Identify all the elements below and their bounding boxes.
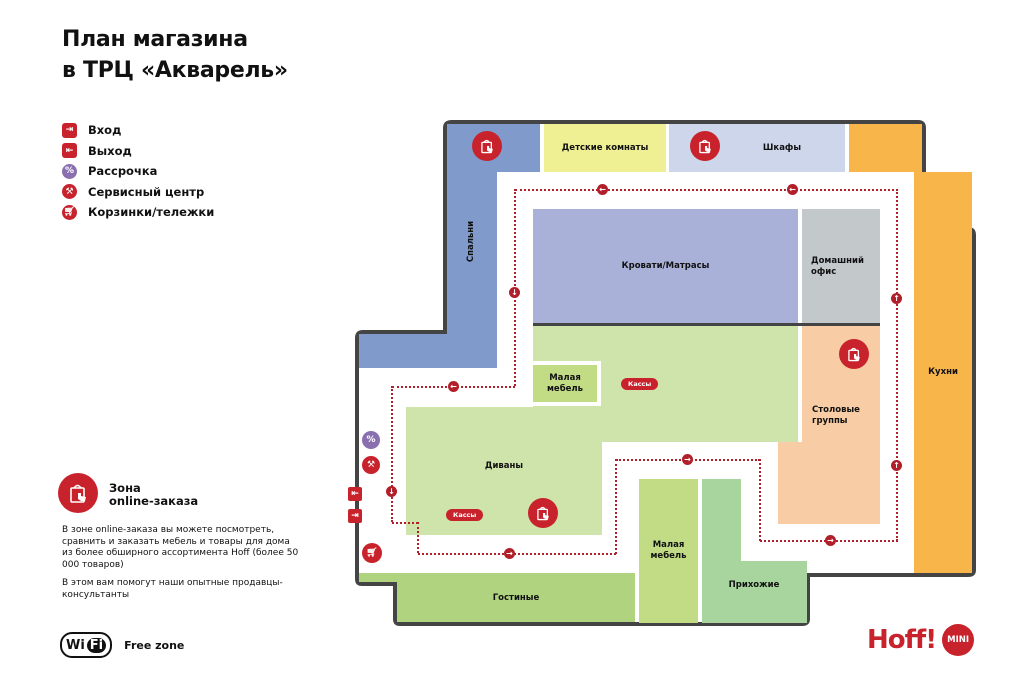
wifi-icon: Wi Fi [60, 632, 113, 658]
zone-hallways-ext [741, 561, 807, 623]
online-zone-paragraph-1: В зоне online-заказа вы можете посмотрет… [62, 525, 299, 570]
arrow-left-icon: ← [787, 184, 798, 195]
wifi-label: Free zone [124, 638, 185, 652]
zone-kids-rooms-label: Детские комнаты [561, 142, 649, 153]
wifi-badge: Wi Fi Free zone [60, 632, 184, 658]
zone-beds-mattresses[interactable]: Кровати/Матрасы [533, 209, 798, 324]
arrow-right-icon: → [504, 548, 515, 559]
arrow-left-icon: ← [448, 381, 459, 392]
zone-home-office[interactable]: Домашний офис [802, 209, 880, 324]
legend-label: Выход [88, 143, 132, 158]
interior-wall [533, 323, 880, 326]
cart-icon[interactable]: 🛒︎ [362, 543, 382, 563]
route-segment [615, 459, 617, 554]
zone-dining-groups-label: Столовые группы [812, 405, 860, 426]
zone-hallways[interactable] [702, 479, 741, 623]
wifi-logo-wi: Wi [66, 637, 85, 653]
online-order-marker[interactable] [690, 131, 720, 161]
zone-living-rooms-label: Гостиные [492, 593, 540, 603]
page-title: План магазина в ТРЦ «Акварель» [62, 24, 288, 86]
route-segment [896, 189, 898, 541]
wifi-logo-fi: Fi [86, 637, 107, 653]
zone-home-office-label: Домашний офис [811, 255, 864, 277]
route-segment [418, 553, 616, 555]
title-line-2: в ТРЦ «Акварель» [62, 58, 288, 83]
legend: ⇥ Вход ⇤ Выход % Рассрочка ⚒ Сервисный ц… [62, 120, 214, 223]
online-order-marker[interactable] [839, 339, 869, 369]
brand-logo: Hoff! MINI [867, 624, 975, 656]
zone-kitchens-corner [849, 124, 922, 172]
zone-small-furniture-2-label: Малая мебель [650, 540, 687, 561]
legend-item-installment: % Рассрочка [62, 161, 214, 182]
online-order-marker[interactable] [528, 498, 558, 528]
zone-living-rooms[interactable]: Гостиные [397, 573, 635, 622]
online-zone-description: В зоне online-заказа вы можете посмотрет… [62, 525, 302, 608]
zone-bedrooms-label: Спальни [466, 220, 477, 263]
route-segment [392, 522, 418, 524]
legend-item-entrance: ⇥ Вход [62, 120, 214, 141]
service-center-icon[interactable]: ⚒ [362, 456, 380, 474]
route-segment [391, 386, 393, 522]
online-order-marker[interactable] [472, 131, 502, 161]
zone-small-furniture-2[interactable]: Малая мебель [639, 479, 698, 623]
online-order-icon [58, 473, 98, 513]
exit-icon: ⇤ [62, 143, 77, 159]
legend-item-exit: ⇤ Выход [62, 141, 214, 162]
title-line-1: План магазина [62, 27, 248, 52]
zone-small-furniture-1-label: Малая мебель [546, 372, 583, 394]
cashier-badge: Кассы [621, 378, 659, 390]
zone-kitchens-top [914, 231, 972, 241]
legend-label: Сервисный центр [88, 184, 205, 199]
route-segment [759, 459, 761, 541]
zone-dining-groups-lower [778, 442, 880, 524]
zone-bedrooms-lower [359, 334, 497, 368]
online-zone-title-line1: Зона [109, 481, 141, 495]
arrow-down-icon: ↓ [386, 486, 397, 497]
brand-name: Hoff! [867, 625, 937, 655]
zone-sofas-label: Диваны [484, 460, 524, 471]
zone-wardrobes-label: Шкафы [762, 142, 802, 153]
legend-item-carts: 🛒︎ Корзинки/тележки [62, 202, 214, 223]
zone-small-furniture-1[interactable]: Малая мебель [533, 365, 597, 402]
arrow-right-icon: → [825, 535, 836, 546]
service-center-icon: ⚒ [62, 184, 77, 200]
arrow-up-icon: ↑ [891, 460, 902, 471]
legend-label: Рассрочка [88, 164, 158, 179]
route-segment [417, 522, 419, 553]
installment-icon[interactable]: % [362, 431, 380, 449]
online-zone-title-line2: online-заказа [109, 494, 199, 508]
arrow-left-icon: ← [597, 184, 608, 195]
legend-label: Вход [88, 123, 122, 138]
zone-living-rooms-ext [359, 573, 399, 582]
cart-icon: 🛒︎ [62, 204, 77, 220]
online-zone-paragraph-2: В этом вам помогут наши опытные продавцы… [62, 578, 283, 600]
route-segment [515, 189, 898, 191]
exit-icon[interactable]: ⇤ [348, 487, 362, 501]
installment-icon: % [62, 163, 77, 179]
zone-sofas[interactable]: Диваны [406, 407, 602, 535]
zone-beds-mattresses-label: Кровати/Матрасы [621, 261, 710, 271]
arrow-right-icon: → [682, 454, 693, 465]
entrance-icon[interactable]: ⇥ [348, 509, 362, 523]
zone-kids-rooms[interactable]: Детские комнаты [544, 124, 666, 172]
brand-mini-badge: MINI [942, 624, 975, 656]
legend-label: Корзинки/тележки [88, 205, 215, 220]
arrow-down-icon: ↓ [509, 287, 520, 298]
legend-item-service: ⚒ Сервисный центр [62, 182, 214, 203]
zone-kitchens-label: Кухни [928, 367, 958, 377]
zone-sofas-ext [600, 407, 798, 442]
zone-hallways-label: Прихожие [728, 580, 780, 590]
arrow-up-icon: ↑ [891, 293, 902, 304]
entrance-icon: ⇥ [62, 122, 77, 138]
cashier-badge: Кассы [446, 509, 484, 521]
online-zone-title: Зона online-заказа [109, 482, 198, 508]
zone-bedrooms-top-strip [497, 124, 540, 172]
